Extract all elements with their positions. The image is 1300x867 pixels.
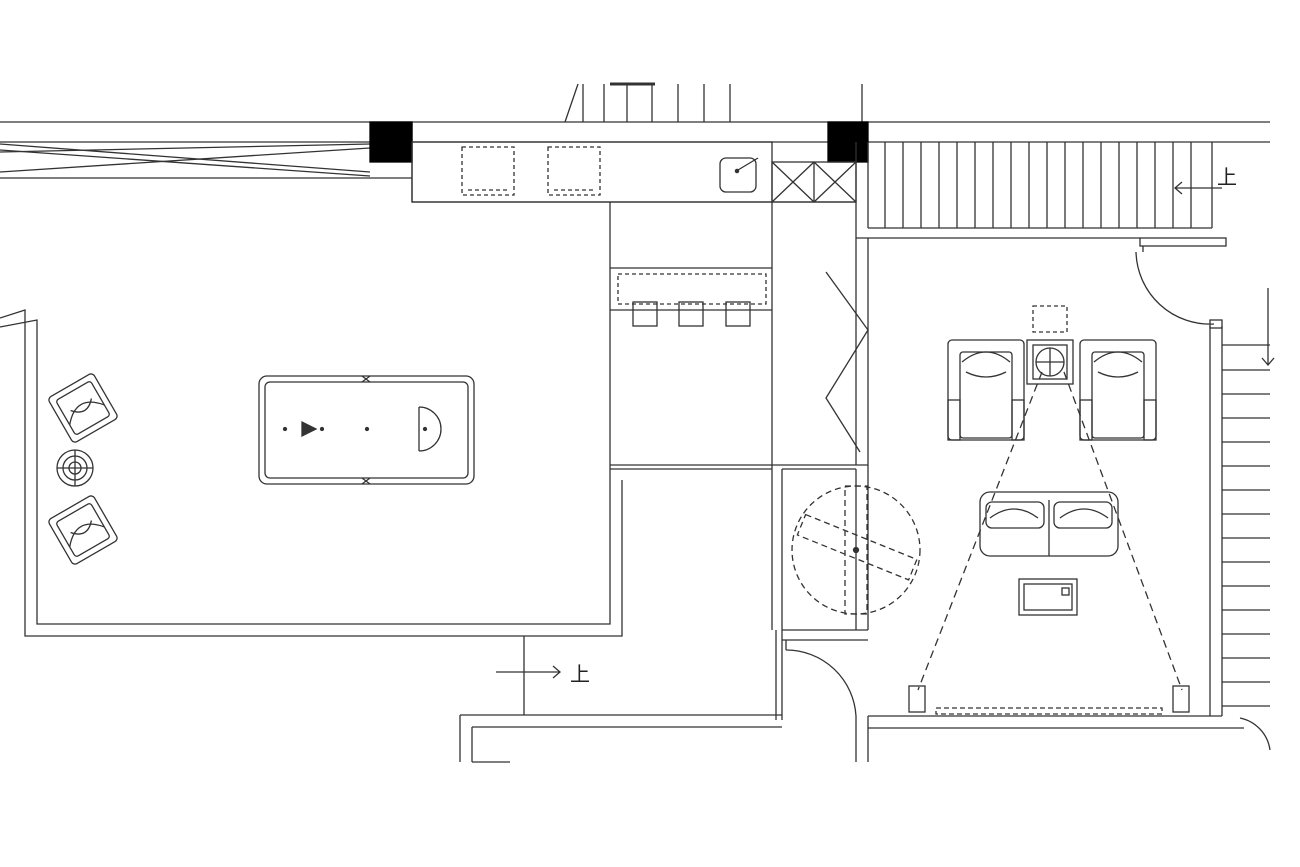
stair-up-label: 上 (1217, 165, 1237, 189)
sink-icon (719, 157, 759, 193)
coffee-table-icon (1018, 578, 1078, 616)
speaker-icon (1172, 685, 1190, 713)
armchair-icon (1079, 339, 1157, 441)
bar-counter (610, 202, 773, 630)
lounge-chair-icon (48, 373, 118, 443)
bar-stool-icon (725, 301, 751, 327)
column-left (369, 121, 413, 163)
lounge-chair-icon (48, 495, 118, 565)
kitchen-counter (411, 141, 773, 203)
sofa-icon (979, 491, 1119, 557)
cabinet-icon (547, 146, 601, 196)
lower-corridor (459, 465, 869, 763)
games-room-walls (0, 202, 623, 637)
projection-cone (917, 371, 1183, 691)
projection-screen (935, 707, 1163, 715)
bar-stool-icon (678, 301, 704, 327)
swing-door-icon (1239, 717, 1271, 751)
folding-door-icon (772, 238, 869, 466)
bar-stool-icon (632, 301, 658, 327)
side-table-icon (56, 449, 94, 487)
swing-door-icon (785, 640, 869, 762)
shaft-boxes (771, 142, 869, 238)
stair-icon (1222, 288, 1275, 707)
stair-up-label: 上 (570, 662, 590, 686)
armchair-icon (947, 339, 1025, 441)
top-corridor (0, 121, 1270, 203)
rotating-screen-icon (791, 485, 921, 615)
billiard-table-icon (258, 375, 475, 485)
projector-icon (1026, 305, 1074, 385)
column-right (827, 121, 869, 163)
swing-door-icon (1135, 246, 1223, 329)
speaker-icon (908, 685, 926, 713)
media-room-walls (868, 237, 1244, 729)
stair-icon (856, 142, 1222, 239)
upper-stair (564, 82, 863, 123)
cabinet-icon (461, 146, 515, 196)
